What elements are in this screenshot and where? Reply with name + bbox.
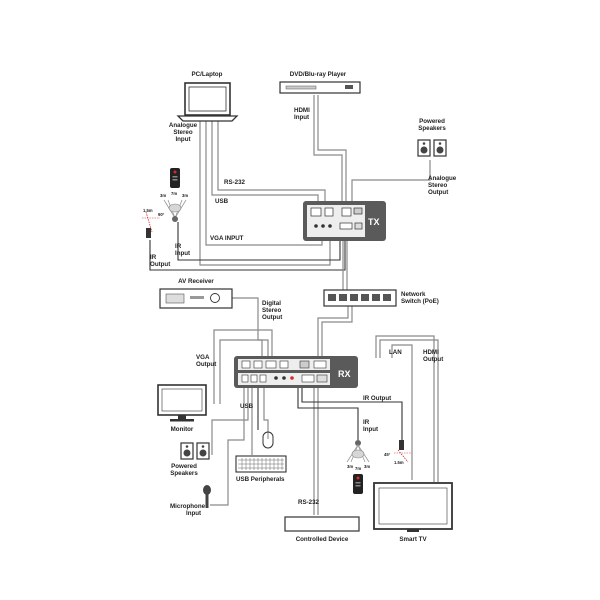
usb-peripherals-label: USB Peripherals <box>236 476 285 483</box>
powered-speakers-bottom <box>180 442 210 460</box>
smart-tv <box>373 482 453 532</box>
smart-tv-label: Smart TV <box>399 536 427 543</box>
usb-top-label: USB <box>215 198 229 205</box>
usb-peripherals-keyboard <box>235 455 287 473</box>
ir-bottom-angle: 45° <box>384 452 391 457</box>
av-receiver-label: AV Receiver <box>178 278 214 285</box>
ir-top-len: 1.5m <box>143 208 153 213</box>
powered-speakers-top <box>417 139 447 157</box>
ir-remote-top <box>170 168 180 188</box>
ir-top-dist-2: 7m <box>171 191 177 196</box>
monitor-label: Monitor <box>171 426 194 433</box>
ir-remote-bottom <box>353 474 363 494</box>
ir-bottom-dist-2: 7m <box>355 466 361 471</box>
rx-label: RX <box>338 369 351 379</box>
network-switch <box>323 289 397 307</box>
ir-emitter-bottom <box>394 440 412 463</box>
ir-top-dist-1: 3m <box>160 193 166 198</box>
ir-output-bottom-label: IR Output <box>363 395 391 402</box>
ir-receiver-bottom <box>346 440 370 463</box>
rx-unit: RX <box>234 356 358 388</box>
controlled-device-label: Controlled Device <box>296 536 349 543</box>
mouse-icon <box>262 431 274 449</box>
vga-input-label: VGA INPUT <box>210 235 244 242</box>
tx-unit: TX <box>303 201 386 241</box>
monitor <box>157 384 207 422</box>
rs232-top-label: RS-232 <box>224 179 246 186</box>
ir-emitter-top <box>142 211 160 238</box>
pc-laptop-label: PC/Laptop <box>192 71 223 78</box>
dvd-player <box>279 81 361 94</box>
ir-bottom-dist-3: 3m <box>364 464 370 469</box>
dvd-player-label: DVD/Blu-ray Player <box>290 71 347 78</box>
ir-receiver-top <box>163 199 187 222</box>
microphone-icon <box>203 485 211 508</box>
rs232-bottom-label: RS-232 <box>298 499 320 506</box>
tx-label: TX <box>368 217 380 227</box>
ir-bottom-dist-1: 3m <box>347 464 353 469</box>
ir-top-dist-3: 3m <box>182 193 188 198</box>
controlled-device <box>284 516 360 532</box>
ir-top-angle: 90° <box>158 212 165 217</box>
cables <box>149 95 439 515</box>
pc-laptop <box>176 82 239 122</box>
lan-label: LAN <box>389 349 402 356</box>
usb-bottom-label: USB <box>240 403 254 410</box>
ir-bottom-len: 1.5m <box>394 460 404 465</box>
av-receiver <box>159 288 233 309</box>
